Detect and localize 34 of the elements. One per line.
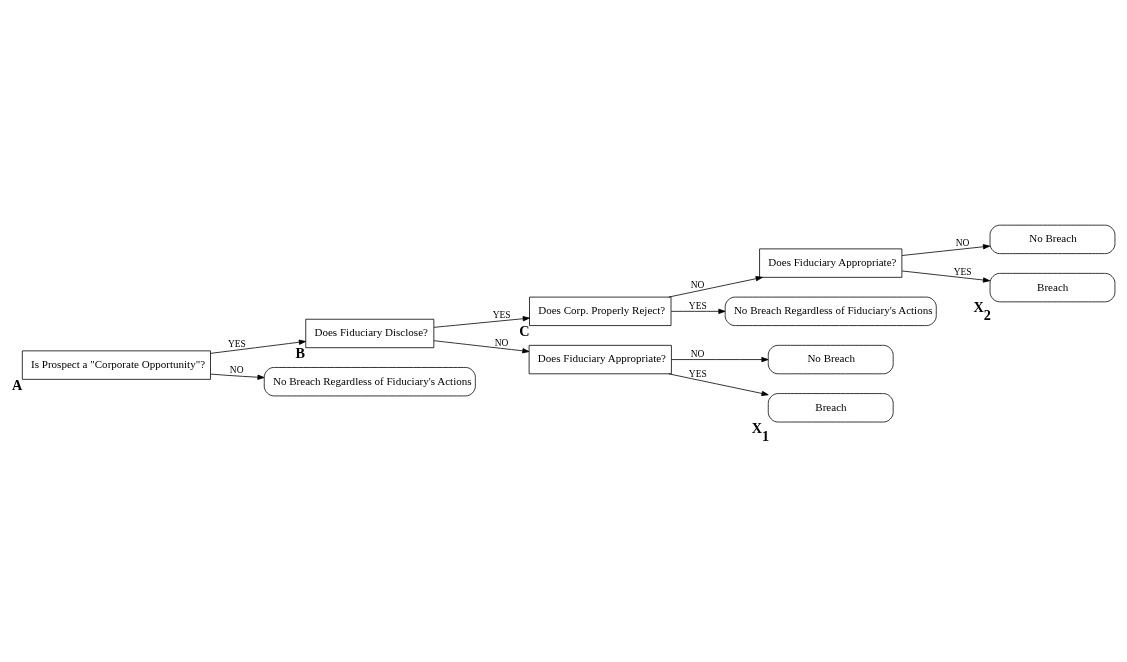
node-box: Does Fiduciary Disclose? (305, 318, 435, 348)
node-box: No Breach (767, 344, 894, 374)
edge-label: YES (688, 300, 707, 311)
arrow (670, 308, 726, 314)
node-label: C (519, 322, 530, 339)
edge-label: YES (492, 309, 511, 320)
arrow (901, 270, 991, 283)
node-box: Does Corp. Properly Reject? (529, 296, 672, 326)
arrow (433, 339, 530, 353)
arrow (668, 275, 763, 297)
arrow (433, 315, 530, 328)
node-box: Breach (989, 272, 1116, 302)
arrow (668, 372, 769, 396)
edge-label: YES (688, 368, 707, 379)
arrow (210, 373, 265, 380)
node-box: Breach (767, 392, 894, 422)
edge-label: NO (955, 237, 970, 248)
edge-label: NO (690, 348, 705, 359)
node-box: Does Fiduciary Appropriate? (759, 248, 903, 278)
node-box: No Breach (989, 224, 1116, 254)
node-box: Does Fiduciary Appropriate? (528, 344, 672, 374)
node-box: No Breach Regardless of Fiduciary's Actions (724, 296, 937, 326)
node-box: Is Prospect a "Corporate Opportunity"? (21, 349, 211, 380)
arrow (671, 356, 769, 362)
edge-label: NO (229, 364, 244, 375)
node-label: A (12, 376, 23, 393)
arrow (901, 243, 991, 256)
node-box: No Breach Regardless of Fiduciary's Actions (263, 366, 476, 396)
edge-label: YES (227, 338, 246, 349)
edge-label: NO (690, 279, 705, 290)
edge-label: NO (494, 337, 509, 348)
arrow (210, 339, 306, 354)
edge-label: YES (953, 266, 972, 277)
node-label: B (295, 344, 305, 361)
